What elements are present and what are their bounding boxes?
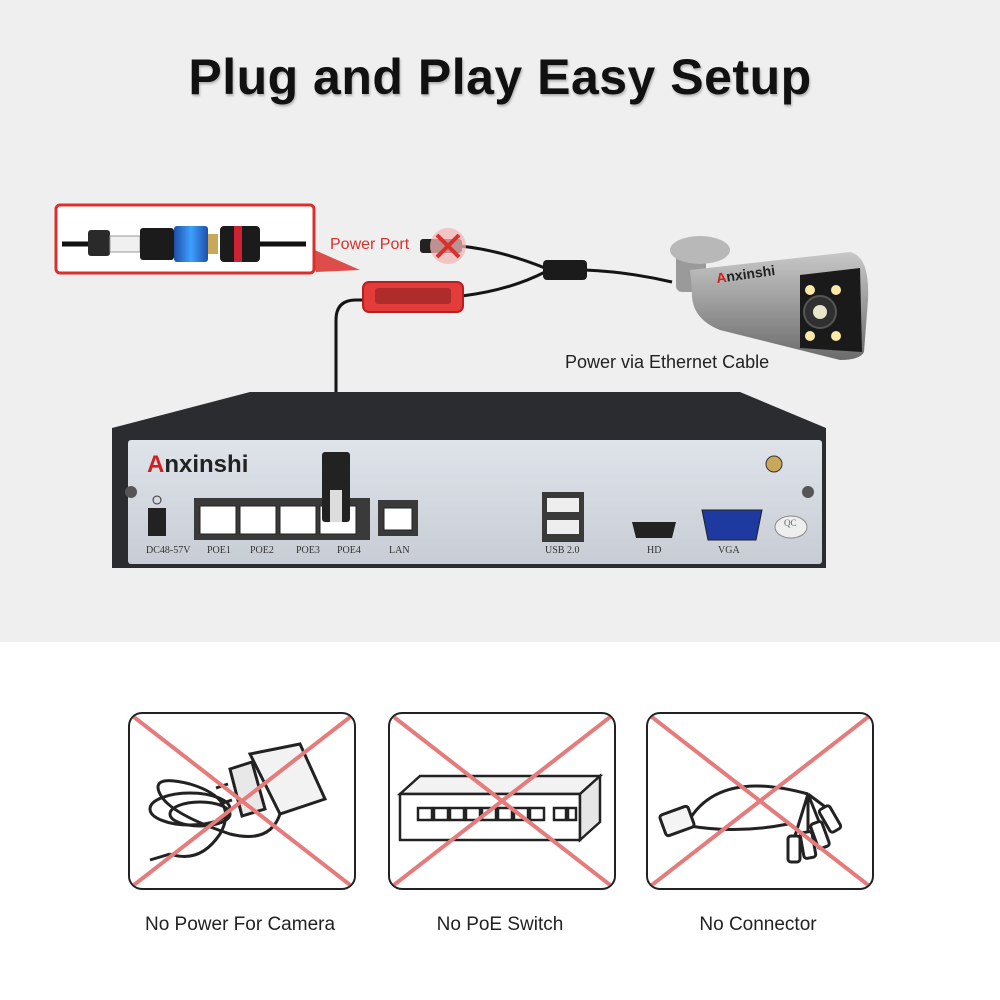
- setup-diagram: [54, 203, 869, 568]
- port-label-dc: DC48-57V: [146, 545, 191, 556]
- caption-no-connector: No Connector: [699, 914, 817, 935]
- port-label-poe4: POE4: [337, 545, 361, 556]
- port-label-poe2: POE2: [250, 545, 274, 556]
- no-poe-switch-card: [388, 712, 616, 890]
- bullet-camera: [670, 236, 869, 360]
- poe-switch-icon: [390, 714, 614, 888]
- page-title: Plug and Play Easy Setup: [188, 49, 812, 105]
- poe-caption: Power via Ethernet Cable: [565, 352, 770, 372]
- caption-no-poe-switch: No PoE Switch: [436, 914, 564, 935]
- nvr-brand-logo: Anxinshi: [147, 451, 249, 478]
- port-label-lan: LAN: [389, 545, 410, 556]
- power-port-label: Power Port: [330, 236, 410, 253]
- no-connector-card: [646, 712, 874, 890]
- qc-sticker: QC: [784, 518, 797, 528]
- power-adapter-icon: [130, 714, 354, 888]
- port-label-vga: VGA: [718, 545, 740, 556]
- port-label-usb: USB 2.0: [545, 545, 580, 556]
- power-port-connector: [420, 228, 466, 264]
- cable-detail-inset: [54, 203, 360, 275]
- port-label-hd: HD: [647, 545, 662, 556]
- no-power-card: [128, 712, 356, 890]
- nvr-recorder: [112, 392, 826, 568]
- rj45-coupler-highlight: [362, 281, 464, 313]
- bnc-connector-cable-icon: [648, 714, 872, 888]
- ethernet-cable: [334, 244, 673, 455]
- cable-splitter: [543, 260, 587, 280]
- caption-no-power: No Power For Camera: [144, 914, 336, 935]
- port-label-poe1: POE1: [207, 545, 231, 556]
- port-label-poe3: POE3: [296, 545, 320, 556]
